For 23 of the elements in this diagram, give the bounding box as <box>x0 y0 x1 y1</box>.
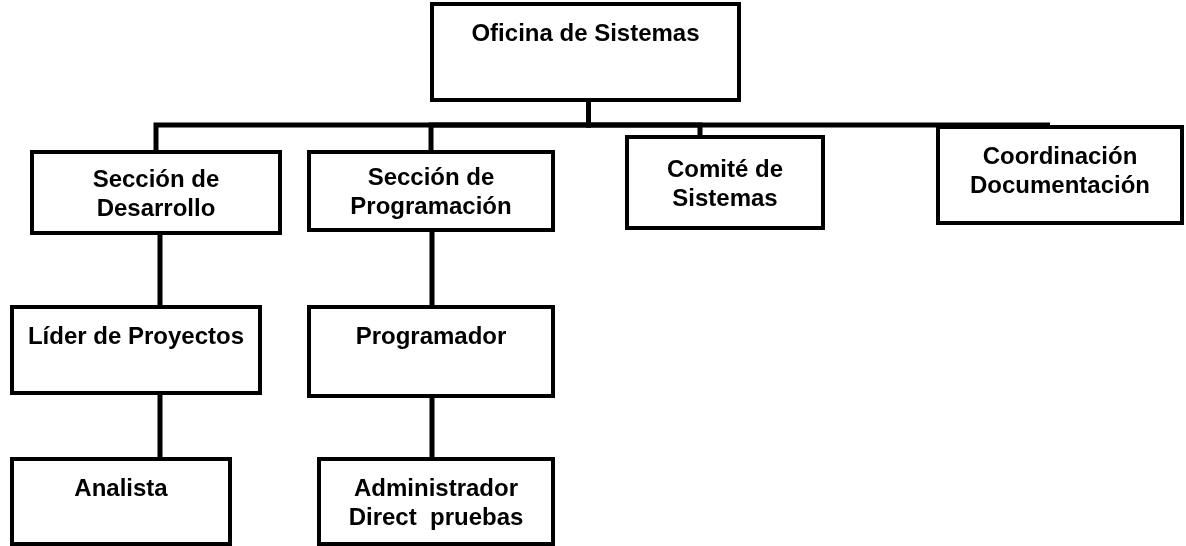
box-label: Sección de Desarrollo <box>91 163 221 222</box>
connector-line <box>429 398 435 457</box>
box-label: Administrador Direct pruebas <box>347 473 525 531</box>
box-label: Oficina de Sistemas <box>471 18 700 47</box>
org-box <box>936 125 1184 225</box>
connector-line <box>586 102 1053 128</box>
box-label: Analista <box>74 473 168 502</box>
org-box <box>10 305 262 395</box>
connector-line <box>157 395 163 457</box>
org-box <box>430 2 741 102</box>
org-box <box>10 457 232 546</box>
box-label: Programador <box>355 321 507 350</box>
org-box <box>317 457 555 546</box>
box-label: Comité de Sistemas <box>666 153 784 212</box>
connector-line <box>157 235 163 305</box>
org-box <box>30 150 282 235</box>
org-box <box>307 150 555 232</box>
box-label: Líder de Proyectos <box>27 321 245 350</box>
org-box <box>307 305 555 398</box>
org-box <box>625 135 825 230</box>
box-label: Coordinación Documentación <box>969 141 1151 199</box>
connector-line <box>429 232 435 305</box>
box-label: Sección de Programación <box>349 162 513 220</box>
